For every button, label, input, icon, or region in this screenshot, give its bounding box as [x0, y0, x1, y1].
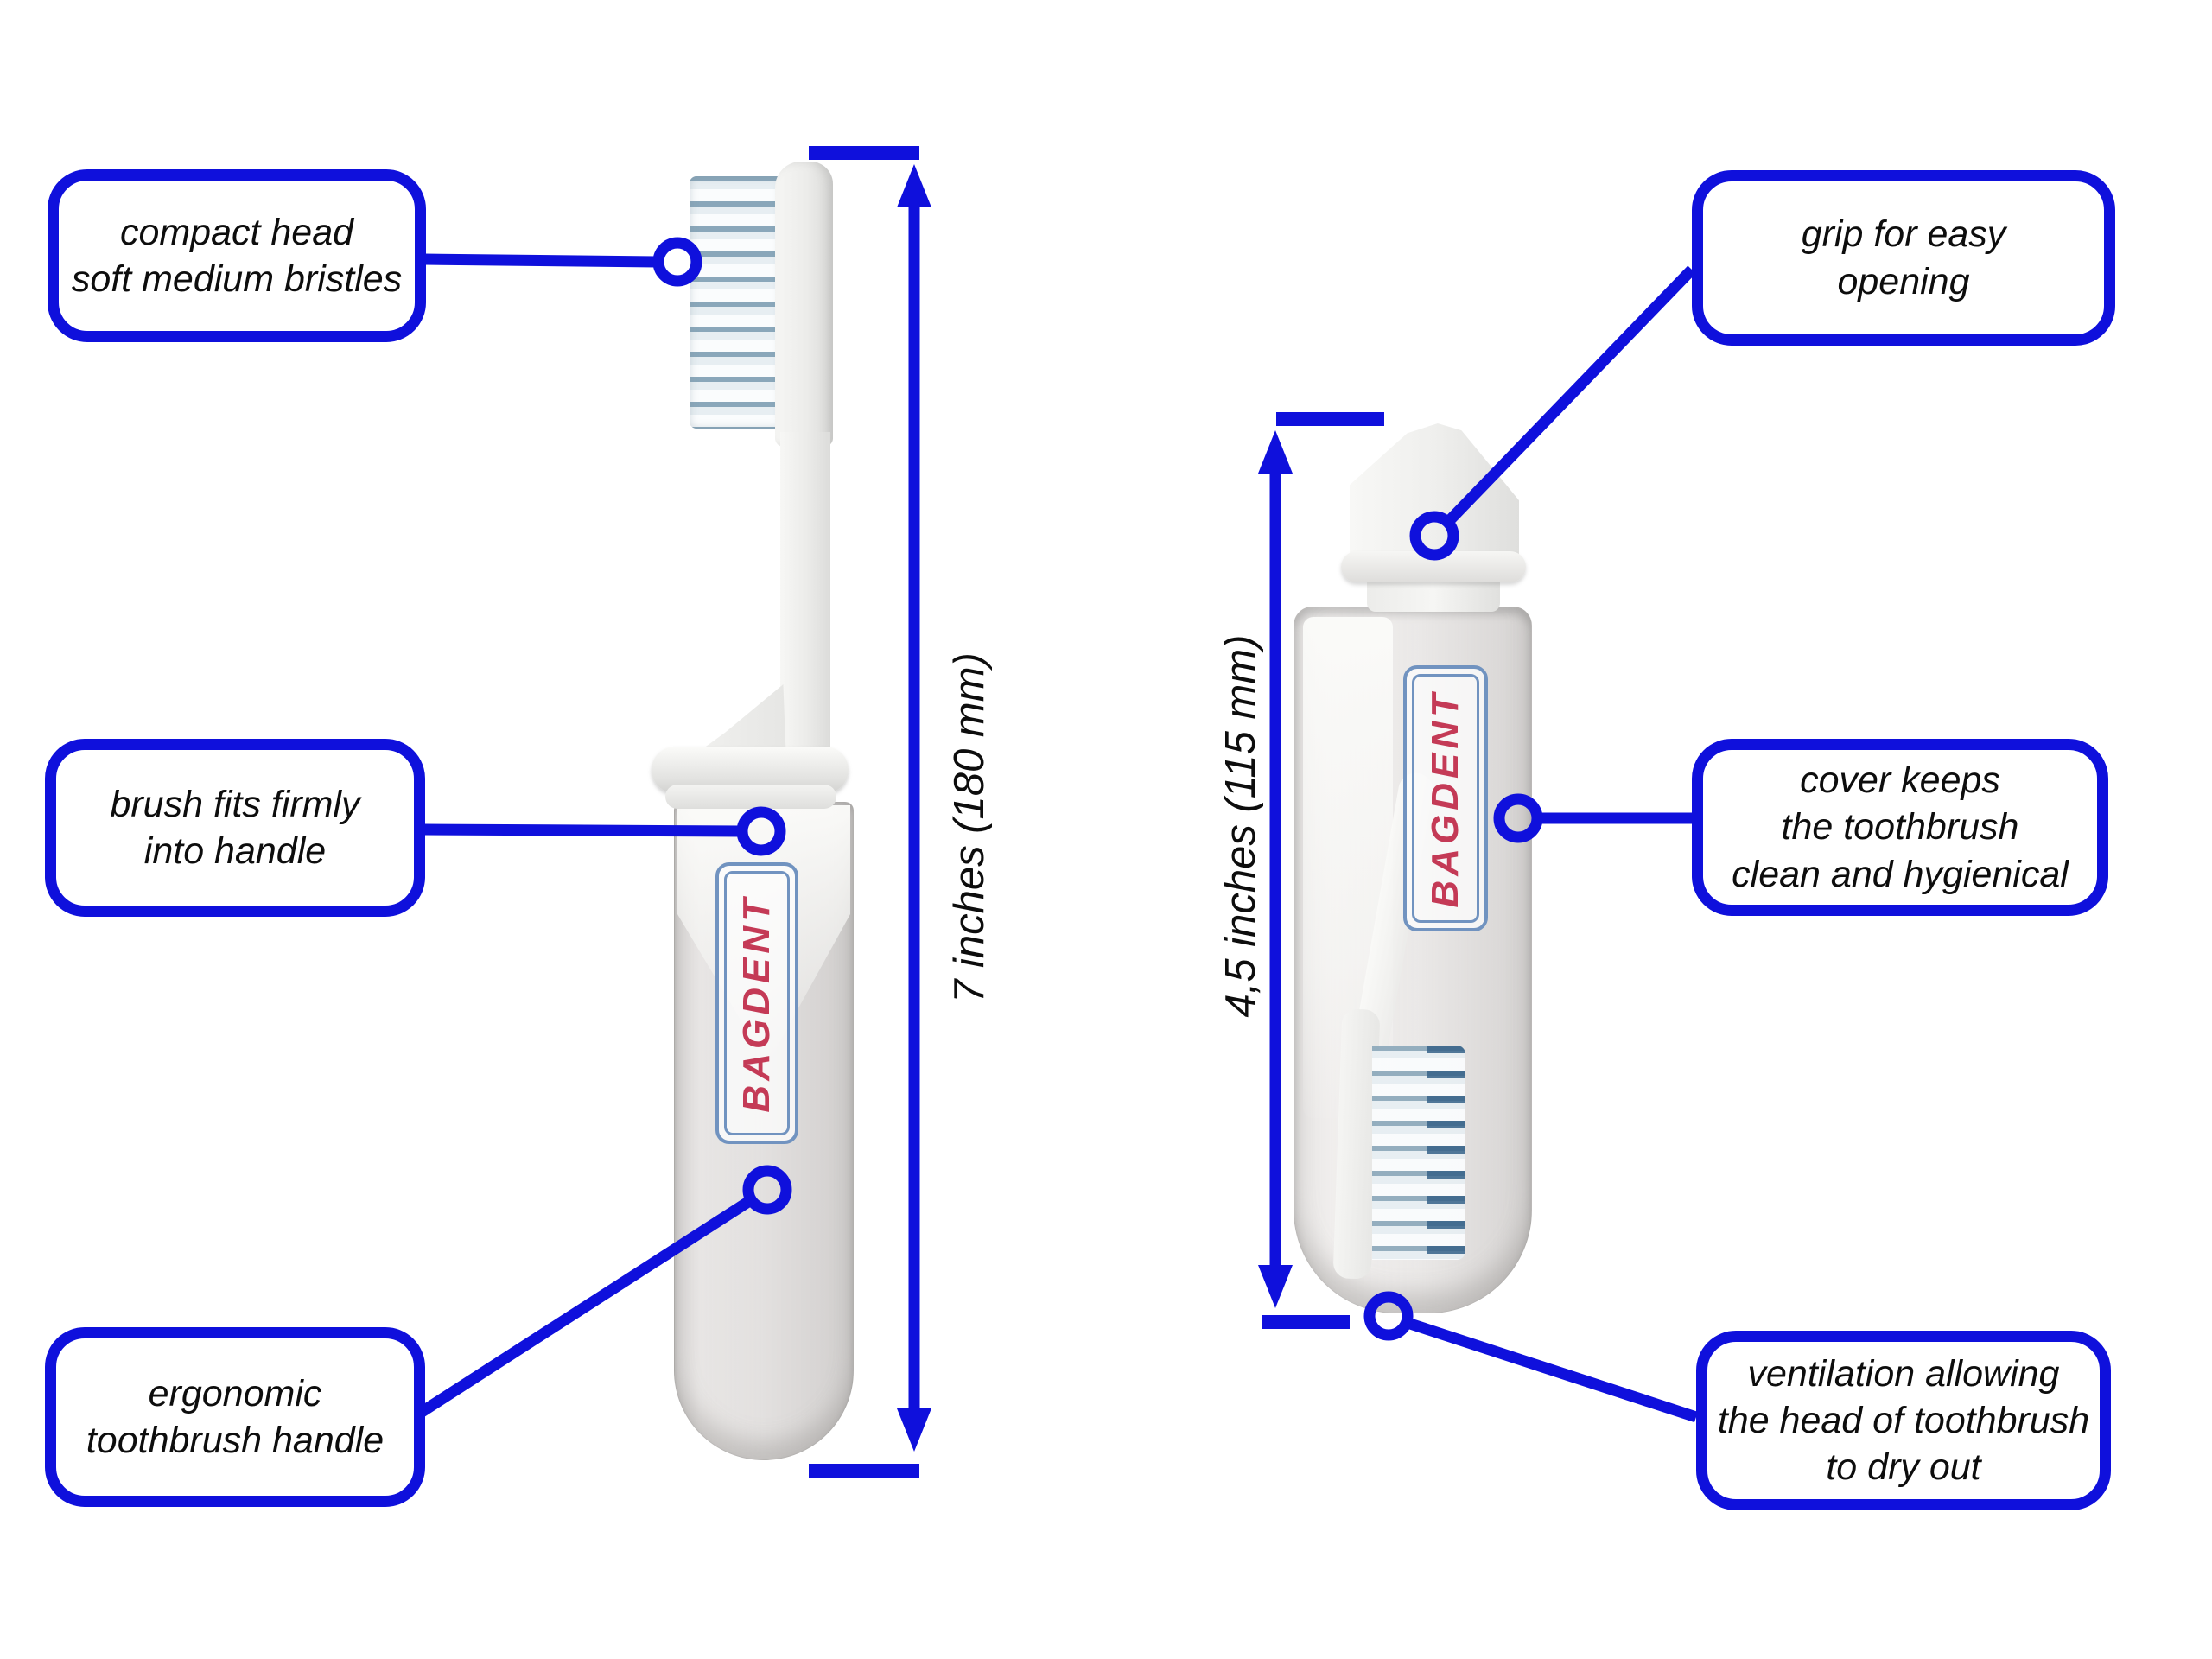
right-grip-cap-neck [1367, 577, 1500, 612]
dimension-label-right: 4,5 inches (115 mm) [1217, 634, 1264, 1018]
pointer-circle-cover [1493, 793, 1543, 843]
connector-ventilation [1405, 1317, 1699, 1423]
right-brand-label-frame: BAGDENT [1412, 674, 1479, 923]
callout-ventilation: ventilation allowing the head of toothbr… [1696, 1331, 2111, 1510]
connector-compact-head [423, 253, 658, 268]
callout-grip: grip for easy opening [1692, 170, 2115, 346]
pointer-circle-brush-fits [736, 806, 786, 856]
arrowhead-left-down [897, 1408, 931, 1452]
left-brush-neck [780, 432, 830, 760]
pointer-circle-compact-head [652, 237, 702, 287]
connector-grip [1444, 265, 1696, 526]
callout-cover-text: cover keeps the toothbrush clean and hyg… [1732, 760, 2069, 895]
left-bristles [690, 176, 781, 429]
left-brand-label-frame: BAGDENT [724, 871, 790, 1135]
arrowhead-right-up [1258, 430, 1293, 474]
callout-ergonomic: ergonomic toothbrush handle [45, 1327, 425, 1507]
right-brand-label: BAGDENT [1403, 665, 1488, 931]
connector-brush-fits [423, 823, 742, 837]
pointer-circle-ergonomic [742, 1165, 792, 1215]
pointer-circle-ventilation [1363, 1291, 1414, 1341]
pointer-circle-grip [1409, 511, 1459, 561]
callout-compact-head: compact head soft medium bristles [48, 169, 426, 342]
callout-ergonomic-text: ergonomic toothbrush handle [86, 1372, 385, 1461]
callout-brush-fits-text: brush fits firmly into handle [110, 783, 360, 872]
right-bristles [1372, 1046, 1465, 1260]
arrowhead-right-down [1258, 1265, 1293, 1308]
arrowhead-left-up [897, 164, 931, 207]
dimension-label-left: 7 inches (180 mm) [946, 652, 993, 1003]
callout-brush-fits: brush fits firmly into handle [45, 739, 425, 917]
callout-grip-text: grip for easy opening [1801, 213, 2006, 302]
left-brand-label: BAGDENT [715, 862, 798, 1144]
left-brush-head [775, 162, 833, 447]
callout-cover: cover keeps the toothbrush clean and hyg… [1692, 739, 2108, 916]
callout-compact-head-text: compact head soft medium bristles [71, 211, 403, 300]
left-collar-lower [665, 785, 836, 809]
callout-ventilation-text: ventilation allowing the head of toothbr… [1717, 1352, 2090, 1489]
connector-ergonomic [413, 1195, 754, 1421]
